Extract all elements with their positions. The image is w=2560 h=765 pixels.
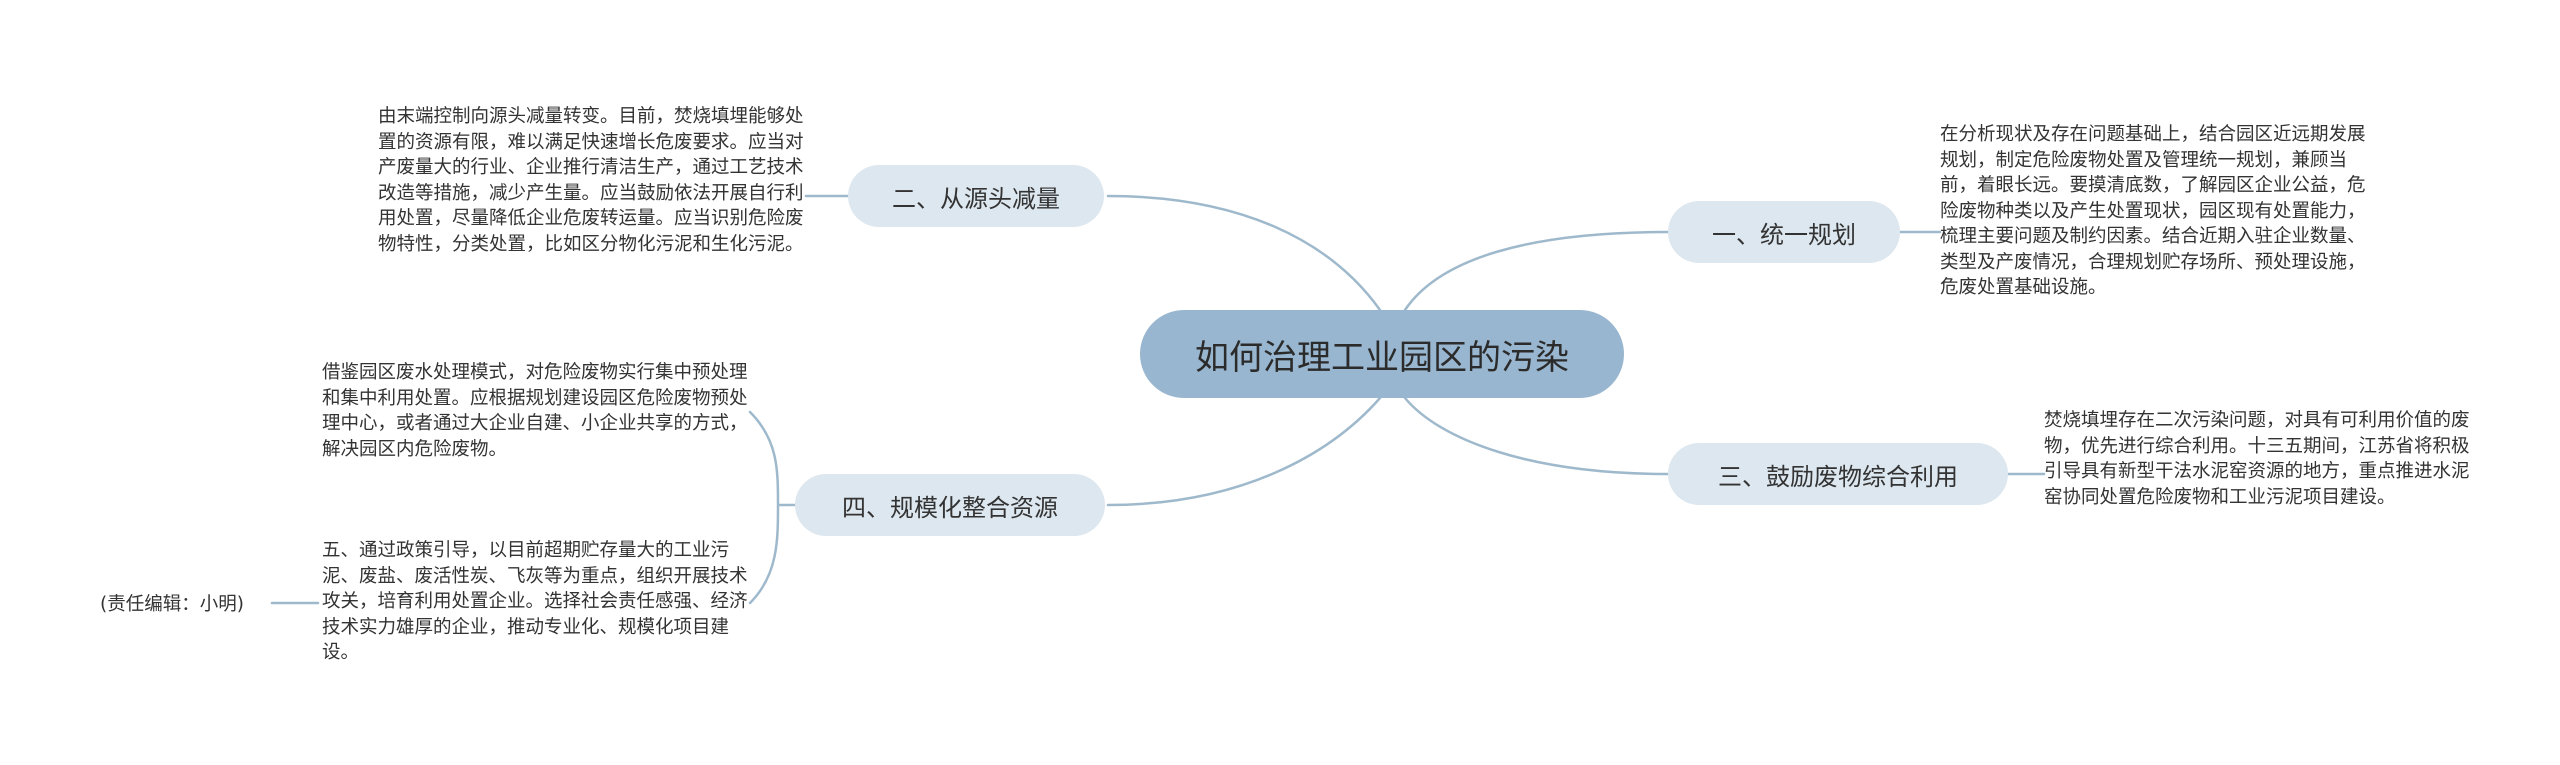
editor-note-text: (责任编辑：小明) (100, 594, 244, 615)
branch-node-2[interactable]: 二、从源头减量 (848, 165, 1104, 227)
branch-node-3[interactable]: 三、鼓励废物综合利用 (1668, 443, 2008, 505)
branch-2-detail: 由末端控制向源头减量转变。目前，焚烧填埋能够处置的资源有限，难以满足快速增长危废… (378, 104, 806, 257)
branch-4-detail-2-text: 五、通过政策引导，以目前超期贮存量大的工业污泥、废盐、废活性炭、飞灰等为重点，组… (322, 540, 748, 663)
connector-root-branch-3 (1403, 396, 1670, 476)
connector-root-branch-1 (1403, 230, 1670, 312)
branch-3-detail: 焚烧填埋存在二次污染问题，对具有可利用价值的废物，优先进行综合利用。十三五期间，… (2044, 408, 2484, 510)
branch-2-label: 二、从源头减量 (892, 184, 1060, 213)
branch-4-detail-1-text: 借鉴园区废水处理模式，对危险废物实行集中预处理和集中利用处置。应根据规划建设园区… (322, 362, 748, 460)
connector-root-branch-4 (1106, 396, 1382, 507)
branch-4-detail-2: 五、通过政策引导，以目前超期贮存量大的工业污泥、废盐、废活性炭、飞灰等为重点，组… (322, 538, 750, 666)
root-title: 如何治理工业园区的污染 (1195, 337, 1569, 378)
editor-note: (责任编辑：小明) (100, 590, 244, 616)
root-node[interactable]: 如何治理工业园区的污染 (1140, 310, 1624, 398)
branch-node-1[interactable]: 一、统一规划 (1668, 201, 1900, 263)
branch-1-detail: 在分析现状及存在问题基础上，结合园区近远期发展规划，制定危险废物处置及管理统一规… (1940, 122, 2380, 301)
branch-3-label: 三、鼓励废物综合利用 (1718, 462, 1958, 491)
branch-1-label: 一、统一规划 (1712, 220, 1856, 249)
branch-1-detail-text: 在分析现状及存在问题基础上，结合园区近远期发展规划，制定危险废物处置及管理统一规… (1940, 124, 2366, 298)
branch-4-detail-1: 借鉴园区废水处理模式，对危险废物实行集中预处理和集中利用处置。应根据规划建设园区… (322, 360, 750, 462)
branch-3-detail-text: 焚烧填埋存在二次污染问题，对具有可利用价值的废物，优先进行综合利用。十三五期间，… (2044, 410, 2470, 508)
branch-2-detail-text: 由末端控制向源头减量转变。目前，焚烧填埋能够处置的资源有限，难以满足快速增长危废… (378, 106, 804, 255)
branch-node-4[interactable]: 四、规模化整合资源 (795, 474, 1105, 536)
connector-branch-4-leaves (748, 410, 797, 605)
connector-root-branch-2 (1106, 194, 1382, 312)
branch-4-label: 四、规模化整合资源 (842, 493, 1058, 522)
